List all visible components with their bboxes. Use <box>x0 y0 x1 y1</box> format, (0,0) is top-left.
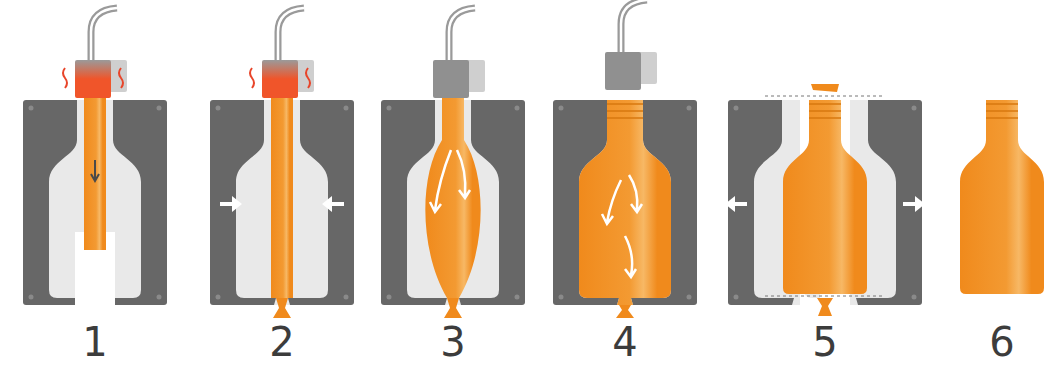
step-number: 2 <box>269 322 294 362</box>
step-number: 6 <box>989 322 1014 362</box>
step-number: 1 <box>82 322 107 362</box>
step-number: 3 <box>440 322 465 362</box>
step-number: 5 <box>812 322 837 362</box>
step-number: 4 <box>612 322 637 362</box>
